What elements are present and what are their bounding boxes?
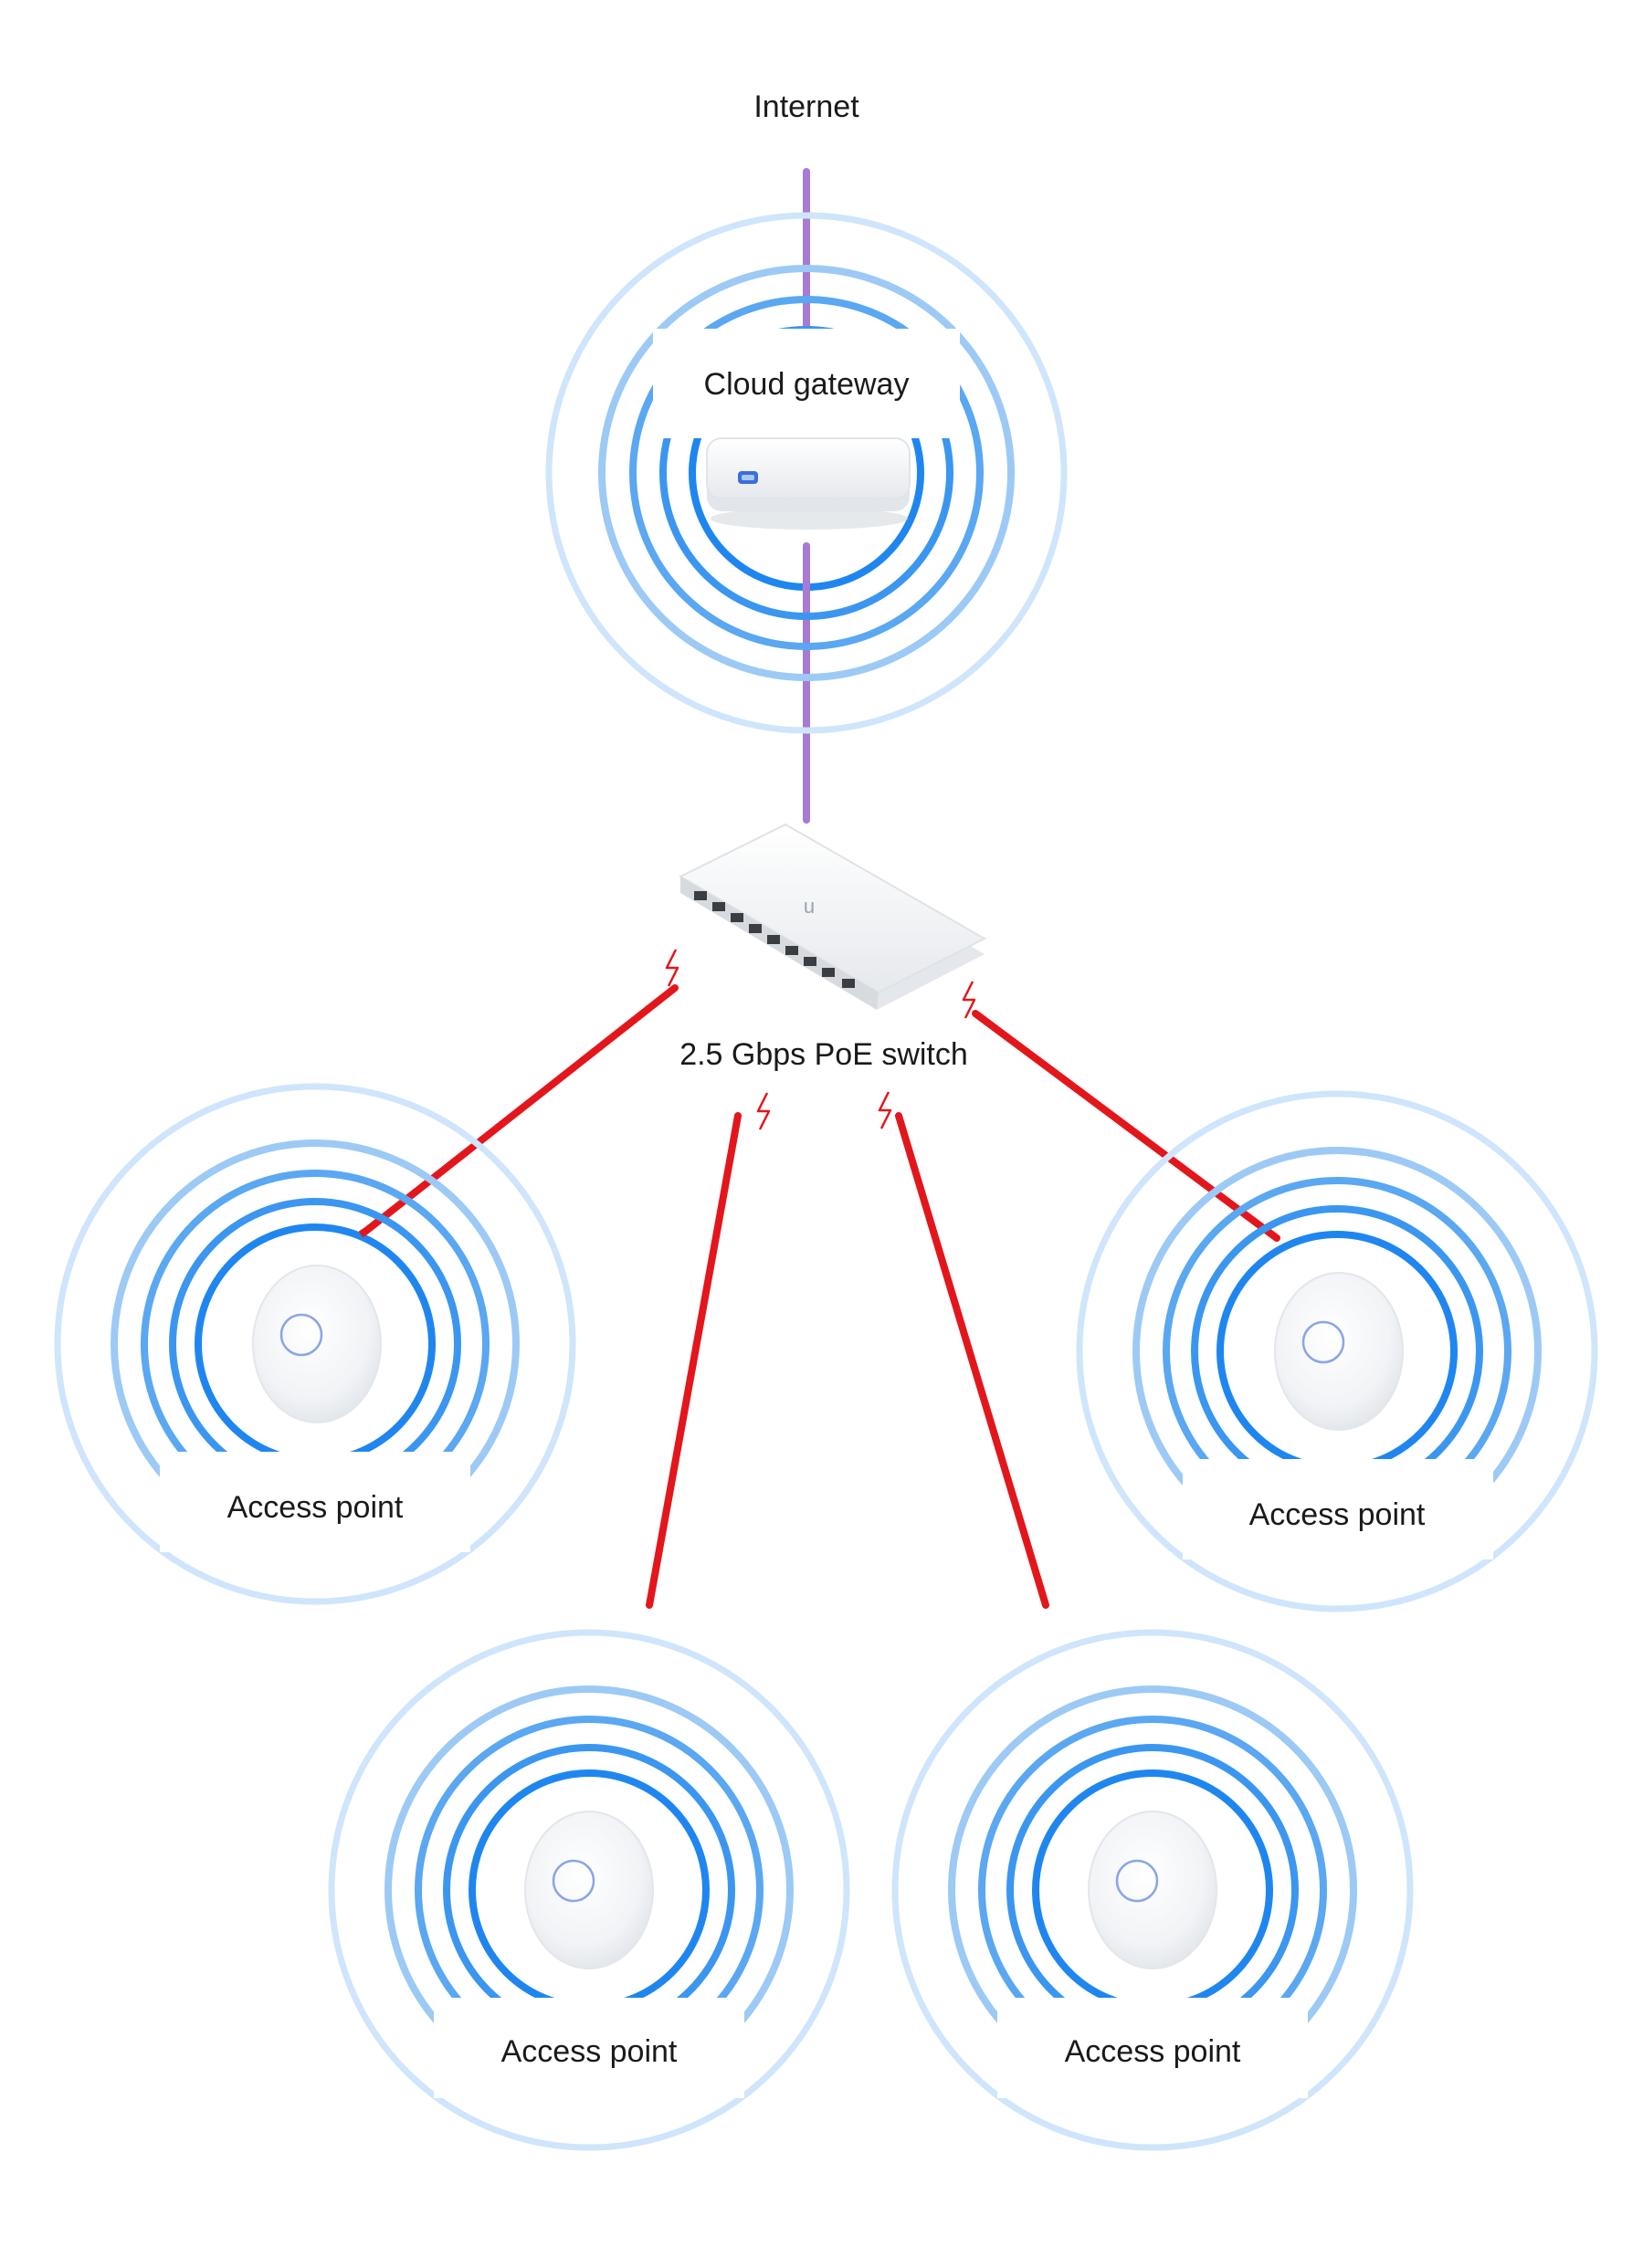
access-point-device	[252, 1265, 382, 1423]
ap1-label: Access point	[227, 1490, 404, 1525]
access-point-device	[524, 1811, 654, 1969]
access-point-device	[1274, 1272, 1404, 1431]
lightning-icon	[665, 949, 679, 987]
gateway-label: Cloud gateway	[704, 367, 910, 402]
ap-logo-ring-icon	[552, 1859, 595, 1903]
ap3-label-backdrop	[997, 1998, 1308, 2098]
poe-lightning-icons	[665, 949, 976, 1130]
access-point-3: Access point	[891, 1629, 1414, 2151]
switch-label: 2.5 Gbps PoE switch	[679, 1037, 968, 1072]
poe-line-ap4	[972, 1010, 1280, 1242]
ap2-label: Access point	[501, 2034, 678, 2069]
access-point-1: Access point	[54, 1083, 576, 1605]
ap3-label: Access point	[1065, 2034, 1241, 2069]
ap-logo-ring-icon	[279, 1313, 323, 1357]
access-point-device	[1088, 1811, 1217, 1969]
ubiquiti-logo-icon: u	[804, 895, 815, 918]
ap3-signal-rings	[891, 1629, 1414, 2151]
poe-line-ap3	[895, 1112, 1049, 1609]
ap-logo-ring-icon	[1301, 1320, 1345, 1364]
lightning-icon	[878, 1091, 892, 1129]
poe-lines	[363, 984, 1280, 1609]
internet-label: Internet	[753, 89, 859, 124]
lightning-icon	[756, 1092, 771, 1130]
ap4-label-backdrop	[1183, 1459, 1493, 1559]
ap4-label: Access point	[1249, 1497, 1426, 1532]
access-point-4: Access point	[1076, 1090, 1598, 1612]
poe-line-ap1	[363, 984, 679, 1234]
access-point-2: Access point	[328, 1629, 850, 2151]
ap1-label-backdrop	[160, 1452, 470, 1552]
cloud-gateway-device	[706, 437, 911, 530]
gateway-label-backdrop	[653, 329, 960, 438]
poe-switch-device: u	[678, 823, 987, 1010]
poe-line-ap2	[646, 1112, 742, 1609]
ap-logo-ring-icon	[1115, 1859, 1159, 1903]
ap2-label-backdrop	[434, 1998, 744, 2098]
lightning-icon	[962, 981, 976, 1019]
